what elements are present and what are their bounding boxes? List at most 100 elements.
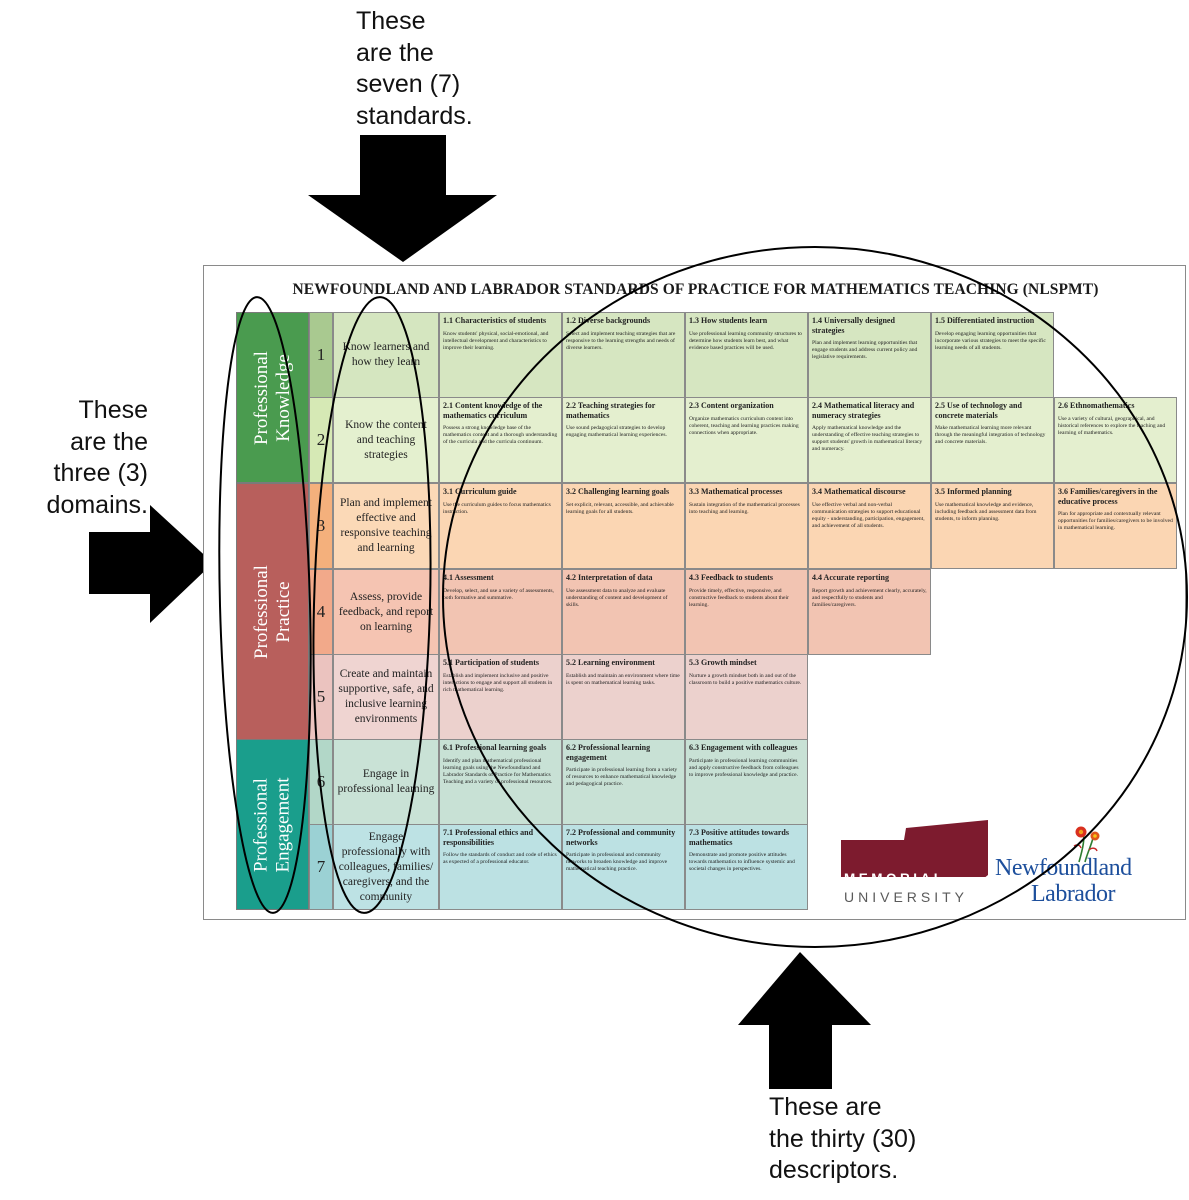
descriptor-title: 6.3 Engagement with colleagues (689, 743, 798, 752)
descriptor-body: Follow the standards of conduct and code… (443, 852, 557, 865)
descriptor-cell: 2.1 Content knowledge of the mathematics… (439, 397, 562, 483)
standard-number: 3 (309, 483, 333, 569)
descriptor-title: 1.4 Universally designed strategies (812, 316, 895, 335)
descriptor-body: Use effective verbal and non-verbal comm… (812, 501, 925, 529)
descriptor-body: Use sound pedagogical strategies to deve… (566, 425, 667, 438)
descriptor-title: 7.1 Professional ethics and responsibili… (443, 828, 534, 847)
descriptor-title: 5.2 Learning environment (566, 658, 655, 667)
newfoundland-labrador-logo: Newfoundland Labrador (993, 824, 1173, 918)
standard-number: 1 (309, 312, 333, 398)
down-arrow (308, 135, 497, 262)
descriptor-title: 4.3 Feedback to students (689, 573, 774, 582)
descriptor-body: Participate in professional learning com… (689, 757, 799, 778)
descriptor-title: 3.6 Families/caregivers in the educative… (1058, 487, 1158, 506)
descriptor-title: 4.4 Accurate reporting (812, 573, 889, 582)
descriptor-body: Use professional learning community stru… (689, 330, 802, 351)
descriptor-body: Make mathematical learning more relevant… (935, 425, 1046, 445)
descriptor-title: 3.3 Mathematical processes (689, 487, 783, 496)
descriptor-title: 3.5 Informed planning (935, 487, 1012, 496)
standard-label: Create and maintain supportive, safe, an… (333, 654, 439, 740)
domain-label: Professional Knowledge (250, 350, 294, 445)
descriptor-body: Establish and implement inclusive and po… (443, 672, 553, 693)
descriptor-cell: 7.1 Professional ethics and responsibili… (439, 824, 562, 910)
standard-label: Engage in professional learning (333, 739, 439, 825)
up-arrow (738, 952, 871, 1089)
standard-label: Know learners and how they learn (333, 312, 439, 398)
descriptor-title: 1.5 Differentiated instruction (935, 316, 1035, 325)
newfoundland-wordmark: Newfoundland (995, 855, 1132, 881)
descriptor-title: 3.4 Mathematical discourse (812, 487, 906, 496)
descriptor-body: Plan for appropriate and contextually re… (1058, 511, 1173, 531)
descriptor-title: 2.6 Ethnomathematics (1058, 401, 1135, 410)
descriptor-title: 1.3 How students learn (689, 316, 768, 325)
descriptor-title: 3.2 Challenging learning goals (566, 487, 670, 496)
domains-annotation: These are the three (3) domains. (46, 396, 148, 519)
descriptor-body: Report growth and achievement clearly, a… (812, 587, 927, 608)
descriptor-title: 3.1 Curriculum guide (443, 487, 517, 496)
memorial-university-logo: MEMORIAL UNIVERSITY (838, 817, 988, 911)
descriptor-body: Use mathematical knowledge and evidence,… (935, 501, 1037, 522)
descriptor-title: 4.1 Assessment (443, 573, 494, 582)
descriptor-body: Select and implement teaching strategies… (566, 330, 676, 351)
descriptor-title: 2.2 Teaching strategies for mathematics (566, 401, 656, 420)
memorial-wordmark: MEMORIAL (844, 871, 946, 886)
domain-block: Professional Practice (236, 483, 309, 740)
nlspmt-poster: NEWFOUNDLAND AND LABRADOR STANDARDS OF P… (203, 265, 1186, 920)
descriptor-body: Plan and implement learning opportunitie… (812, 340, 918, 360)
standard-label: Plan and implement effective and respons… (333, 483, 439, 569)
descriptors-annotation: These are the thirty (30) descriptors. (769, 1093, 917, 1184)
descriptor-body: Use a variety of cultural, geographical,… (1058, 415, 1166, 436)
standard-number: 7 (309, 824, 333, 910)
descriptor-body: Develop engaging learning opportunities … (935, 330, 1046, 351)
descriptor-title: 2.1 Content knowledge of the mathematics… (443, 401, 543, 420)
standards-annotation: These are the seven (7) standards. (356, 7, 473, 130)
poster-title: NEWFOUNDLAND AND LABRADOR STANDARDS OF P… (292, 281, 1099, 298)
descriptor-title: 1.2 Diverse backgrounds (566, 316, 651, 325)
descriptor-cell: 7.3 Positive attitudes towards mathemati… (685, 824, 808, 910)
descriptor-body: Nurture a growth mindset both in and out… (689, 672, 802, 686)
university-wordmark: UNIVERSITY (844, 889, 969, 905)
descriptor-body: Set explicit, relevant, accessible, and … (566, 501, 674, 515)
descriptor-body: Demonstrate and promote positive attitud… (689, 852, 795, 872)
descriptor-body: Use assessment data to analyze and evalu… (566, 587, 668, 608)
descriptor-body: Provide timely, effective, responsive, a… (689, 587, 789, 608)
descriptor-cell: 2.4 Mathematical literacy and numeracy s… (808, 397, 931, 483)
descriptor-title: 6.2 Professional learning engagement (566, 743, 651, 762)
descriptor-body: Participate in professional and communit… (566, 852, 668, 872)
descriptor-cell: 2.5 Use of technology and concrete mater… (931, 397, 1054, 483)
descriptor-body: Participate in professional learning fro… (566, 767, 678, 787)
labrador-wordmark: Labrador (1031, 881, 1115, 907)
descriptor-body: Establish and maintain an environment wh… (566, 672, 680, 686)
standard-number: 5 (309, 654, 333, 740)
standard-number: 2 (309, 397, 333, 483)
standard-label: Engage professionally with colleagues, f… (333, 824, 439, 910)
domain-label: Professional Engagement (250, 777, 294, 872)
descriptor-title: 5.1 Participation of students (443, 658, 539, 667)
descriptor-title: 6.1 Professional learning goals (443, 743, 547, 752)
domain-block: Professional Engagement (236, 739, 309, 910)
memorial-crest-shape (841, 820, 988, 877)
descriptor-title: 5.3 Growth mindset (689, 658, 757, 667)
descriptor-title: 2.4 Mathematical literacy and numeracy s… (812, 401, 915, 420)
descriptor-body: Apply mathematical knowledge and the und… (812, 425, 923, 452)
